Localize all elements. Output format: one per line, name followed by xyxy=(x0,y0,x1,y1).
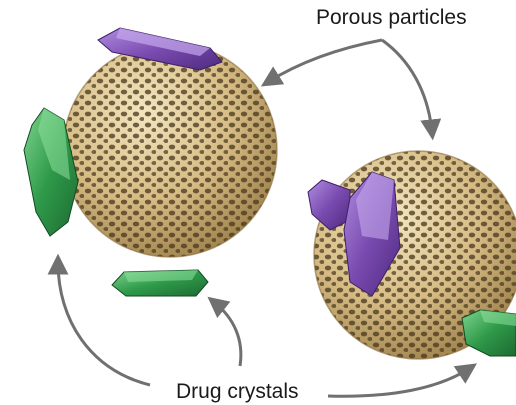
drug-crystal-purple-small xyxy=(308,180,350,230)
drug-crystal-green-right xyxy=(462,310,516,356)
arrow-to-left-particle xyxy=(268,40,382,82)
drug-crystal-green-bottom xyxy=(112,270,208,296)
arrow-to-green-bottom-crystal xyxy=(214,302,241,366)
label-porous-particles: Porous particles xyxy=(316,6,467,29)
arrow-to-right-particle xyxy=(382,40,432,132)
porous-particle-left xyxy=(60,40,280,260)
arrows-porous-particles xyxy=(268,40,432,132)
label-drug-crystals: Drug crystals xyxy=(176,380,299,403)
arrow-to-green-right-crystal xyxy=(328,368,470,396)
